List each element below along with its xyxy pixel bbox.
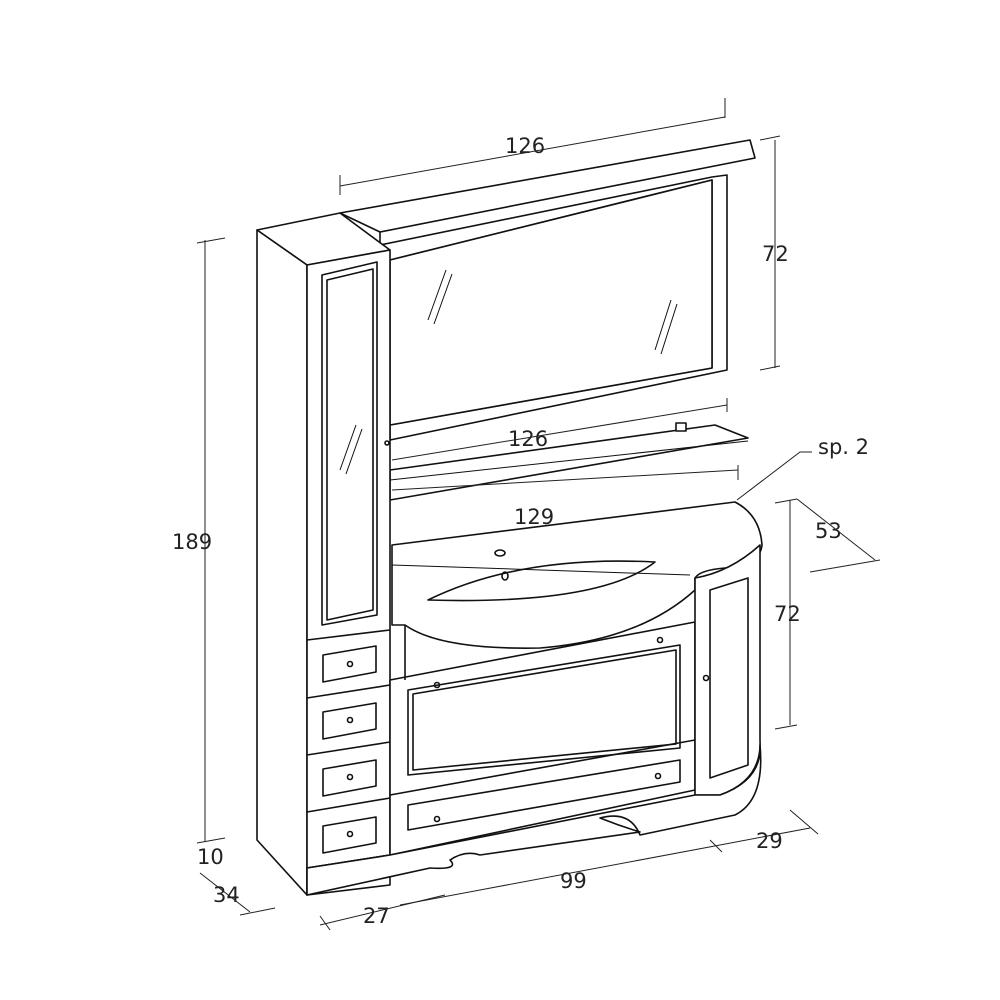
vanity-base bbox=[306, 501, 763, 896]
dim-side-unit-width: 29 bbox=[756, 829, 783, 853]
dim-column-height: 189 bbox=[172, 530, 212, 554]
side-door bbox=[709, 577, 749, 779]
dim-column-depth: 34 bbox=[213, 883, 240, 907]
side-door-unit bbox=[694, 544, 761, 796]
main-drawer bbox=[407, 644, 681, 776]
dim-top-width: 129 bbox=[514, 505, 554, 529]
basin bbox=[427, 560, 656, 602]
bottom-drawer bbox=[407, 759, 681, 831]
shelf-clip bbox=[675, 422, 687, 432]
dim-mirror-height: 72 bbox=[762, 242, 789, 266]
dim-top-thickness: sp. 2 bbox=[818, 435, 869, 459]
glass-shelf bbox=[389, 422, 749, 501]
dim-column-width: 27 bbox=[363, 904, 390, 928]
dim-base-width: 99 bbox=[560, 869, 587, 893]
dim-base-depth: 53 bbox=[815, 519, 842, 543]
tall-column bbox=[256, 212, 391, 896]
dimension-labels: 126 72 126 sp. 2 129 53 72 189 10 34 27 … bbox=[172, 134, 869, 928]
mirror-unit bbox=[339, 139, 756, 441]
dim-mirror-width: 126 bbox=[505, 134, 545, 158]
dim-base-height: 72 bbox=[774, 602, 801, 626]
column-drawers bbox=[306, 629, 391, 854]
dim-shelf-width: 126 bbox=[508, 427, 548, 451]
dimension-lines bbox=[196, 98, 881, 931]
dim-plinth-height: 10 bbox=[197, 845, 224, 869]
